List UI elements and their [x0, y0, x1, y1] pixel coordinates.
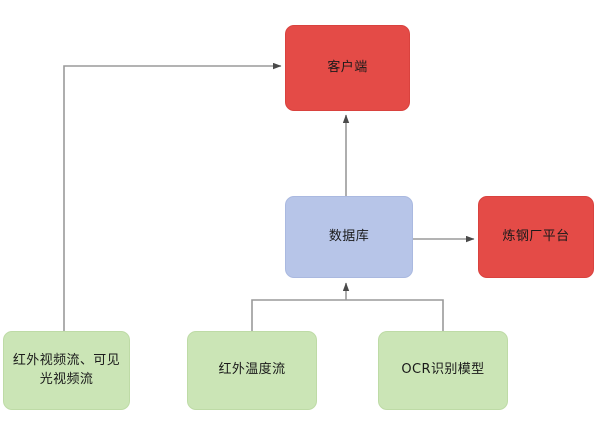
node-temp-stream[interactable]: 红外温度流: [187, 331, 317, 410]
node-database[interactable]: 数据库: [285, 196, 413, 278]
node-steel-plant-label: 炼钢厂平台: [502, 228, 570, 244]
node-ocr-model-label: OCR识别模型: [401, 362, 485, 378]
node-steel-plant[interactable]: 炼钢厂平台: [478, 196, 594, 278]
node-client-label: 客户端: [327, 59, 368, 75]
edge-video-streams-to-client: [63, 62, 282, 331]
edge-temp-stream-to-database: [251, 299, 346, 331]
node-video-streams-label: 红外视频流、可见 光视频流: [12, 352, 121, 387]
node-ocr-model[interactable]: OCR识别模型: [378, 331, 508, 410]
node-temp-stream-label: 红外温度流: [218, 362, 286, 378]
node-video-streams[interactable]: 红外视频流、可见 光视频流: [3, 331, 130, 410]
node-database-label: 数据库: [328, 228, 370, 244]
edge-ocr-model-to-database: [346, 299, 444, 331]
node-client[interactable]: 客户端: [285, 25, 410, 111]
